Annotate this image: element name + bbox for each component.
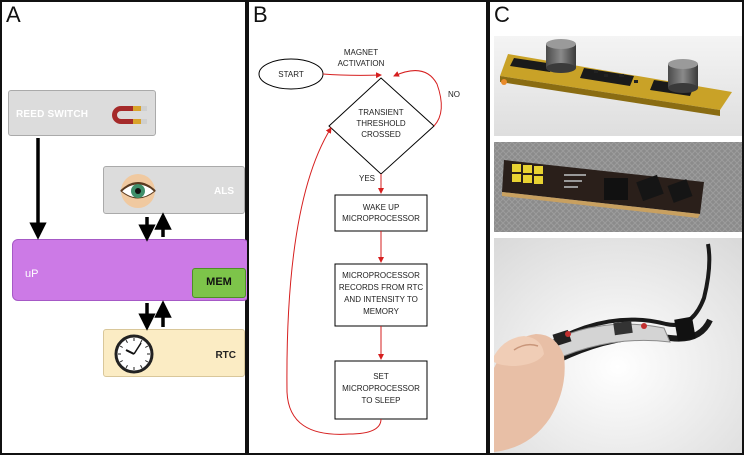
step-wake-up (334, 194, 428, 232)
magnet-icon (112, 106, 147, 124)
microprocessor-label: uP (25, 268, 39, 280)
arrow-sleep-loop (286, 127, 382, 435)
reed-switch-block: REED SWITCH (8, 90, 156, 136)
microprocessor-block: uP MEM (12, 239, 249, 301)
panel-b-letter: B (253, 2, 268, 27)
no-label: NO (448, 90, 460, 99)
eye-icon (120, 174, 156, 208)
panel-c-letter: C (494, 2, 510, 27)
step2-label-3: AND INTENSITY TO (344, 295, 418, 304)
panel-a-letter: A (6, 2, 21, 27)
step1-label-2: MICROPROCESSOR (342, 214, 420, 223)
step2-label-2: RECORDS FROM RTC (339, 283, 424, 292)
memory-block: MEM (192, 268, 246, 298)
step3-label-1: SET (373, 372, 389, 381)
yes-label: YES (359, 174, 375, 183)
decision-label-2: THRESHOLD (356, 119, 406, 128)
als-block: ALS (103, 166, 245, 214)
arrow-start-to-decision (322, 72, 382, 79)
photo-board-real (494, 142, 742, 232)
device-wearable-image (494, 238, 742, 453)
decision-label-1: TRANSIENT (358, 108, 403, 117)
magnet-label-1: MAGNET (344, 48, 378, 57)
step3-label-3: TO SLEEP (362, 396, 401, 405)
panel-b-flowchart: B START MAGNET ACTIVATION TRANSIENT THRE… (247, 0, 488, 455)
decision-label-3: CROSSED (361, 130, 401, 139)
photo-board-render (494, 36, 742, 136)
photo-device-wearable (494, 238, 742, 453)
panel-c-photos: C (488, 0, 744, 455)
step2-label-4: MEMORY (363, 307, 400, 316)
start-label: START (278, 70, 304, 79)
als-label: ALS (214, 186, 234, 197)
rtc-block: RTC (103, 329, 245, 377)
clock-icon (114, 334, 154, 374)
board-render-image (494, 36, 742, 136)
rtc-label: RTC (215, 350, 236, 361)
panel-a-arrows (29, 138, 172, 331)
reed-switch-label: REED SWITCH (16, 109, 89, 120)
step2-label-1: MICROPROCESSOR (342, 271, 420, 280)
memory-label: MEM (206, 276, 232, 288)
step-record (334, 263, 428, 327)
panel-a-block-diagram: A REED SWITCH ALS uP MEM RTC (0, 0, 249, 455)
step1-label-1: WAKE UP (363, 203, 400, 212)
magnet-label-2: ACTIVATION (338, 59, 385, 68)
flowchart-svg: START MAGNET ACTIVATION TRANSIENT THRESH… (258, 48, 460, 435)
board-real-image (494, 142, 742, 232)
arrow-no-loop (393, 70, 442, 127)
step-sleep (334, 360, 428, 420)
step3-label-2: MICROPROCESSOR (342, 384, 420, 393)
